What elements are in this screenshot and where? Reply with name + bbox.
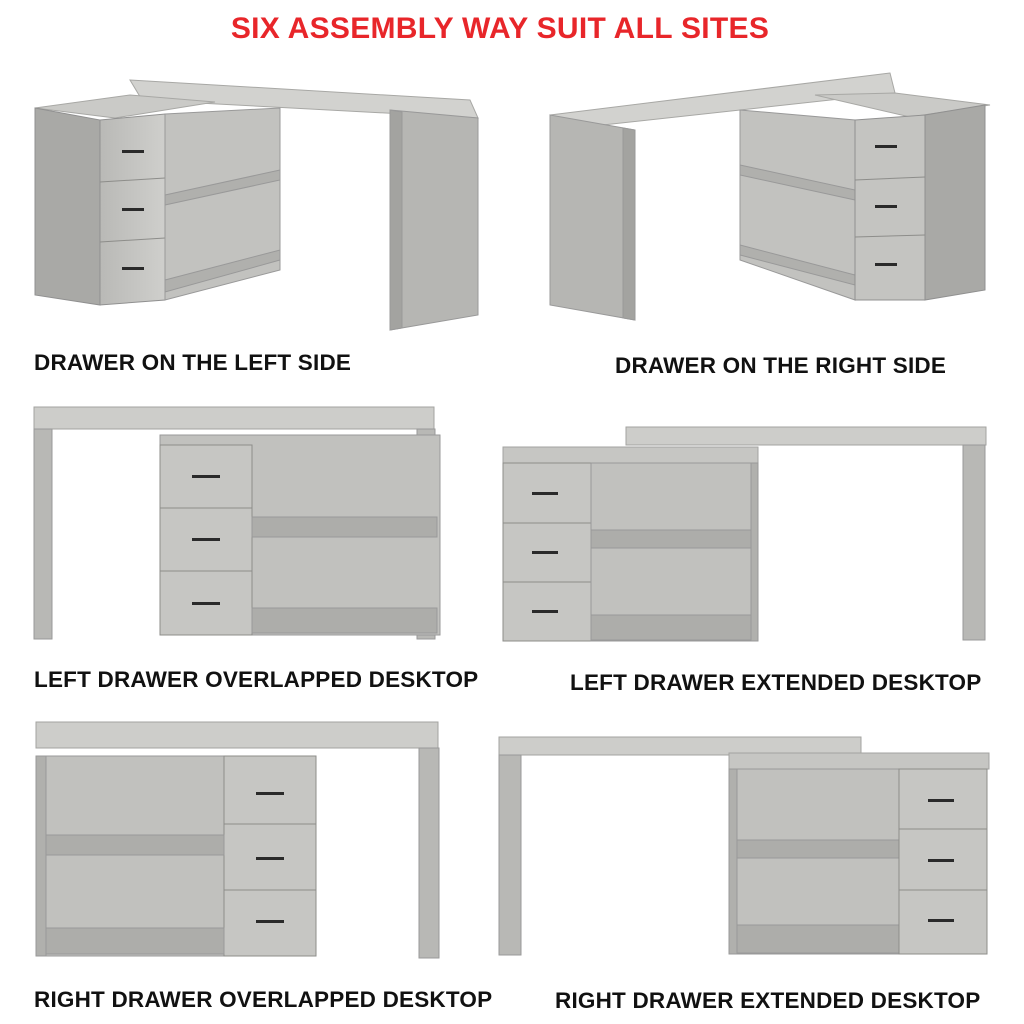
caption-drawer-right: DRAWER ON THE RIGHT SIDE [615, 353, 947, 378]
desk-image-right-extended [494, 735, 994, 965]
desk-image-left-overlapped [32, 405, 442, 645]
caption-left-extended: LEFT DRAWER EXTENDED DESKTOP [570, 670, 982, 695]
desk-image-right-overlapped [34, 720, 444, 960]
caption-right-extended: RIGHT DRAWER EXTENDED DESKTOP [555, 988, 981, 1013]
caption-drawer-left: DRAWER ON THE LEFT SIDE [34, 350, 352, 375]
desk-image-drawer-left [30, 70, 490, 335]
desk-image-left-extended [498, 425, 993, 650]
page-title: SIX ASSEMBLY WAY SUIT ALL SITES [230, 12, 770, 45]
caption-right-overlapped: RIGHT DRAWER OVERLAPPED DESKTOP [34, 987, 493, 1012]
desk-image-drawer-right [545, 65, 995, 335]
caption-left-overlapped: LEFT DRAWER OVERLAPPED DESKTOP [34, 667, 479, 692]
